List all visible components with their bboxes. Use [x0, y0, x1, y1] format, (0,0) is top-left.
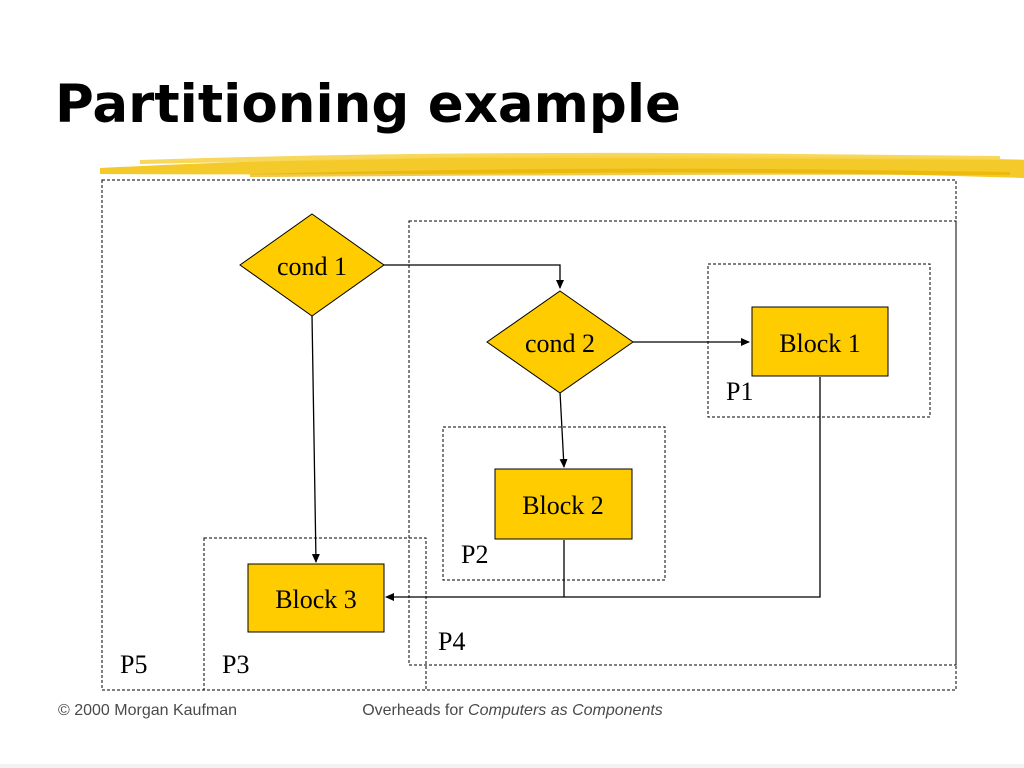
- partition-p1-label: P1: [726, 377, 753, 406]
- partition-p4-label: P4: [438, 627, 465, 656]
- decision-cond2-label: cond 2: [525, 329, 595, 358]
- footer-book-title: Computers as Components: [468, 702, 663, 719]
- process-block1-label: Block 1: [779, 329, 861, 358]
- partition-p5-boundary: [101, 179, 957, 691]
- footer-overheads: Overheads for Computers as Components: [340, 700, 685, 722]
- footer-overheads-prefix: Overheads for: [362, 702, 469, 719]
- decision-cond1: [239, 213, 385, 317]
- process-block3: [247, 563, 385, 633]
- edge-cond2-to-block2: [559, 391, 568, 468]
- bottom-bar: [0, 764, 1024, 768]
- title-underline-brush: [100, 152, 1024, 178]
- decision-cond2: [486, 290, 634, 394]
- partition-p2-label: P2: [461, 540, 488, 569]
- partition-p5-label: P5: [120, 650, 147, 679]
- slide-title: Partitioning example: [55, 74, 681, 135]
- process-block1: [751, 306, 889, 377]
- decision-cond1-label: cond 1: [277, 252, 347, 281]
- edge-cond1-to-cond2: [383, 264, 564, 289]
- process-block2-label: Block 2: [522, 491, 604, 520]
- footer-copyright: © 2000 Morgan Kaufman: [58, 702, 238, 719]
- process-block2: [494, 468, 633, 540]
- process-block3-label: Block 3: [275, 585, 357, 614]
- edge-cond1-to-block3: [311, 314, 320, 563]
- partition-p3-label: P3: [222, 650, 249, 679]
- partition-p1-boundary: [707, 263, 931, 418]
- partition-p2-boundary: [442, 426, 666, 581]
- edge-block1-to-block3: [385, 377, 821, 601]
- partition-p4-boundary: [408, 220, 957, 666]
